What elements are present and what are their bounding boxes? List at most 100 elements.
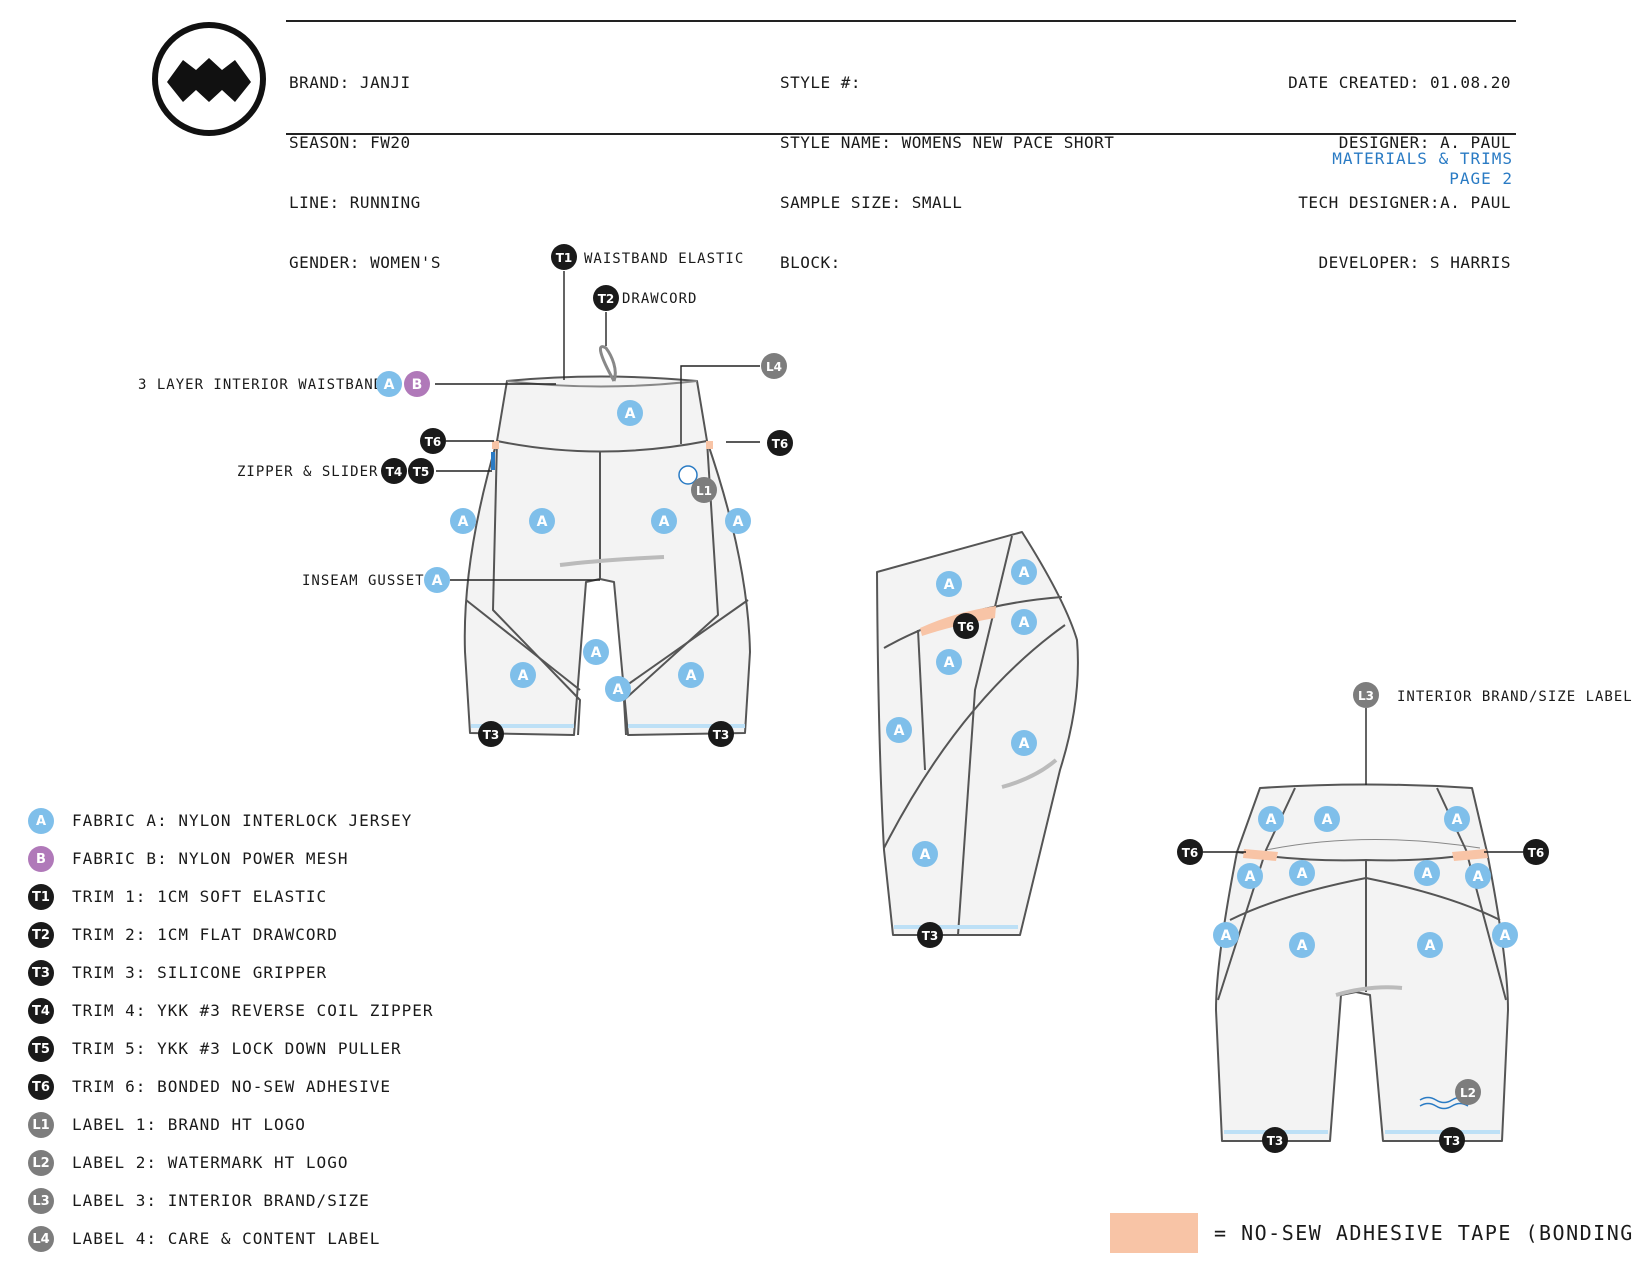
tech-designer-field: TECH DESIGNER:A. PAUL bbox=[1298, 193, 1511, 212]
badge-a bbox=[1314, 806, 1340, 832]
badge-label-1: L1 bbox=[28, 1112, 54, 1138]
badge-a bbox=[1289, 932, 1315, 958]
callout-zipper-slider: ZIPPER & SLIDER bbox=[237, 464, 379, 480]
callout-inseam-gusset: INSEAM GUSSET bbox=[302, 573, 425, 589]
badge-a bbox=[651, 508, 677, 534]
style-number-field: STYLE #: bbox=[780, 73, 862, 92]
legend-label: LABEL 1: BRAND HT LOGO bbox=[72, 1115, 306, 1134]
bonding-note: = NO-SEW ADHESIVE TAPE (BONDING) bbox=[1110, 1213, 1632, 1253]
block-field: BLOCK: bbox=[780, 253, 841, 272]
badge-a bbox=[424, 567, 450, 593]
header-left-info: BRAND: JANJI SEASON: FW20 LINE: RUNNING … bbox=[289, 33, 441, 293]
page-reference: MATERIALS & TRIMS PAGE 2 bbox=[1332, 149, 1513, 189]
badge-t4 bbox=[381, 458, 407, 484]
style-name-field: STYLE NAME: WOMENS NEW PACE SHORT bbox=[780, 133, 1115, 152]
brand-logo bbox=[152, 22, 266, 136]
legend-label: FABRIC A: NYLON INTERLOCK JERSEY bbox=[72, 811, 413, 830]
sample-size-field: SAMPLE SIZE: SMALL bbox=[780, 193, 963, 212]
front-waistband-seam bbox=[496, 440, 708, 453]
badge-a bbox=[617, 400, 643, 426]
legend-label: TRIM 2: 1CM FLAT DRAWCORD bbox=[72, 925, 338, 944]
callout-waistband-elastic: WAISTBAND ELASTIC bbox=[584, 251, 745, 267]
callout-interior-waistband: 3 LAYER INTERIOR WAISTBAND bbox=[138, 377, 384, 393]
badge-t3 bbox=[1262, 1127, 1288, 1153]
designer-field: DESIGNER: A. PAUL bbox=[1338, 133, 1511, 152]
badge-trim-6: T6 bbox=[28, 1074, 54, 1100]
badge-label-3: L3 bbox=[28, 1188, 54, 1214]
badge-a bbox=[1011, 559, 1037, 585]
legend-label: LABEL 4: CARE & CONTENT LABEL bbox=[72, 1229, 381, 1248]
badge-t6 bbox=[1523, 839, 1549, 865]
badge-a bbox=[936, 649, 962, 675]
callout-interior-label: INTERIOR BRAND/SIZE LABEL bbox=[1397, 689, 1632, 705]
badge-t3 bbox=[708, 721, 734, 747]
badge-label-2: L2 bbox=[28, 1150, 54, 1176]
badge-a bbox=[1011, 609, 1037, 635]
badge-t3 bbox=[917, 922, 943, 948]
badge-a bbox=[1444, 806, 1470, 832]
legend-label: TRIM 4: YKK #3 REVERSE COIL ZIPPER bbox=[72, 1001, 434, 1020]
badge-t6 bbox=[767, 430, 793, 456]
badge-trim-3: T3 bbox=[28, 960, 54, 986]
badge-l2 bbox=[1455, 1079, 1481, 1105]
badge-b bbox=[404, 371, 430, 397]
badge-a bbox=[1417, 932, 1443, 958]
badge-trim-4: T4 bbox=[28, 998, 54, 1024]
front-body-outline bbox=[463, 375, 751, 736]
legend-label: LABEL 2: WATERMARK HT LOGO bbox=[72, 1153, 349, 1172]
header-center-info: STYLE #: STYLE NAME: WOMENS NEW PACE SHO… bbox=[780, 33, 1114, 293]
badge-a bbox=[583, 639, 609, 665]
badge-a bbox=[1465, 863, 1491, 889]
badge-a bbox=[510, 662, 536, 688]
badge-t3 bbox=[478, 721, 504, 747]
legend-label: LABEL 3: INTERIOR BRAND/SIZE bbox=[72, 1191, 370, 1210]
header-top-rule bbox=[286, 20, 1516, 22]
badge-t3 bbox=[1439, 1127, 1465, 1153]
date-created-field: DATE CREATED: 01.08.20 bbox=[1288, 73, 1511, 92]
bonding-tape-swatch bbox=[1110, 1213, 1198, 1253]
badge-t5 bbox=[408, 458, 434, 484]
badge-a bbox=[912, 841, 938, 867]
legend-label: FABRIC B: NYLON POWER MESH bbox=[72, 849, 349, 868]
badge-a bbox=[936, 571, 962, 597]
developer-field: DEVELOPER: S HARRIS bbox=[1318, 253, 1511, 272]
badge-t6 bbox=[1177, 839, 1203, 865]
header-bottom-rule bbox=[286, 133, 1516, 135]
badge-trim-2: T2 bbox=[28, 922, 54, 948]
badge-l4 bbox=[761, 353, 787, 379]
line-field: LINE: RUNNING bbox=[289, 193, 421, 212]
badge-a bbox=[1258, 806, 1284, 832]
bonding-note-text: = NO-SEW ADHESIVE TAPE (BONDING) bbox=[1214, 1221, 1632, 1245]
section-title: MATERIALS & TRIMS bbox=[1332, 149, 1513, 168]
brand-field: BRAND: JANJI bbox=[289, 73, 411, 92]
badge-a bbox=[678, 662, 704, 688]
page-number: PAGE 2 bbox=[1449, 169, 1513, 188]
badge-t6 bbox=[953, 613, 979, 639]
badge-a bbox=[1414, 860, 1440, 886]
badge-t6 bbox=[420, 428, 446, 454]
badge-t2 bbox=[593, 285, 619, 311]
badge-a bbox=[1492, 922, 1518, 948]
badge-a bbox=[450, 508, 476, 534]
season-field: SEASON: FW20 bbox=[289, 133, 411, 152]
badge-a bbox=[1237, 863, 1263, 889]
badge-label-4: L4 bbox=[28, 1226, 54, 1252]
badge-trim-1: T1 bbox=[28, 884, 54, 910]
front-view-sketch bbox=[463, 345, 751, 736]
badge-a bbox=[1289, 860, 1315, 886]
badge-trim-5: T5 bbox=[28, 1036, 54, 1062]
badge-l3 bbox=[1353, 682, 1379, 708]
badge-fabric-a: A bbox=[28, 808, 54, 834]
badge-a bbox=[529, 508, 555, 534]
badge-a bbox=[376, 371, 402, 397]
gender-field: GENDER: WOMEN'S bbox=[289, 253, 441, 272]
legend-label: TRIM 3: SILICONE GRIPPER bbox=[72, 963, 328, 982]
badge-a bbox=[1011, 730, 1037, 756]
badge-t1 bbox=[551, 244, 577, 270]
callout-drawcord: DRAWCORD bbox=[622, 291, 698, 307]
badge-fabric-b: B bbox=[28, 846, 54, 872]
badge-a bbox=[605, 676, 631, 702]
legend-label: TRIM 1: 1CM SOFT ELASTIC bbox=[72, 887, 328, 906]
badge-a bbox=[886, 717, 912, 743]
